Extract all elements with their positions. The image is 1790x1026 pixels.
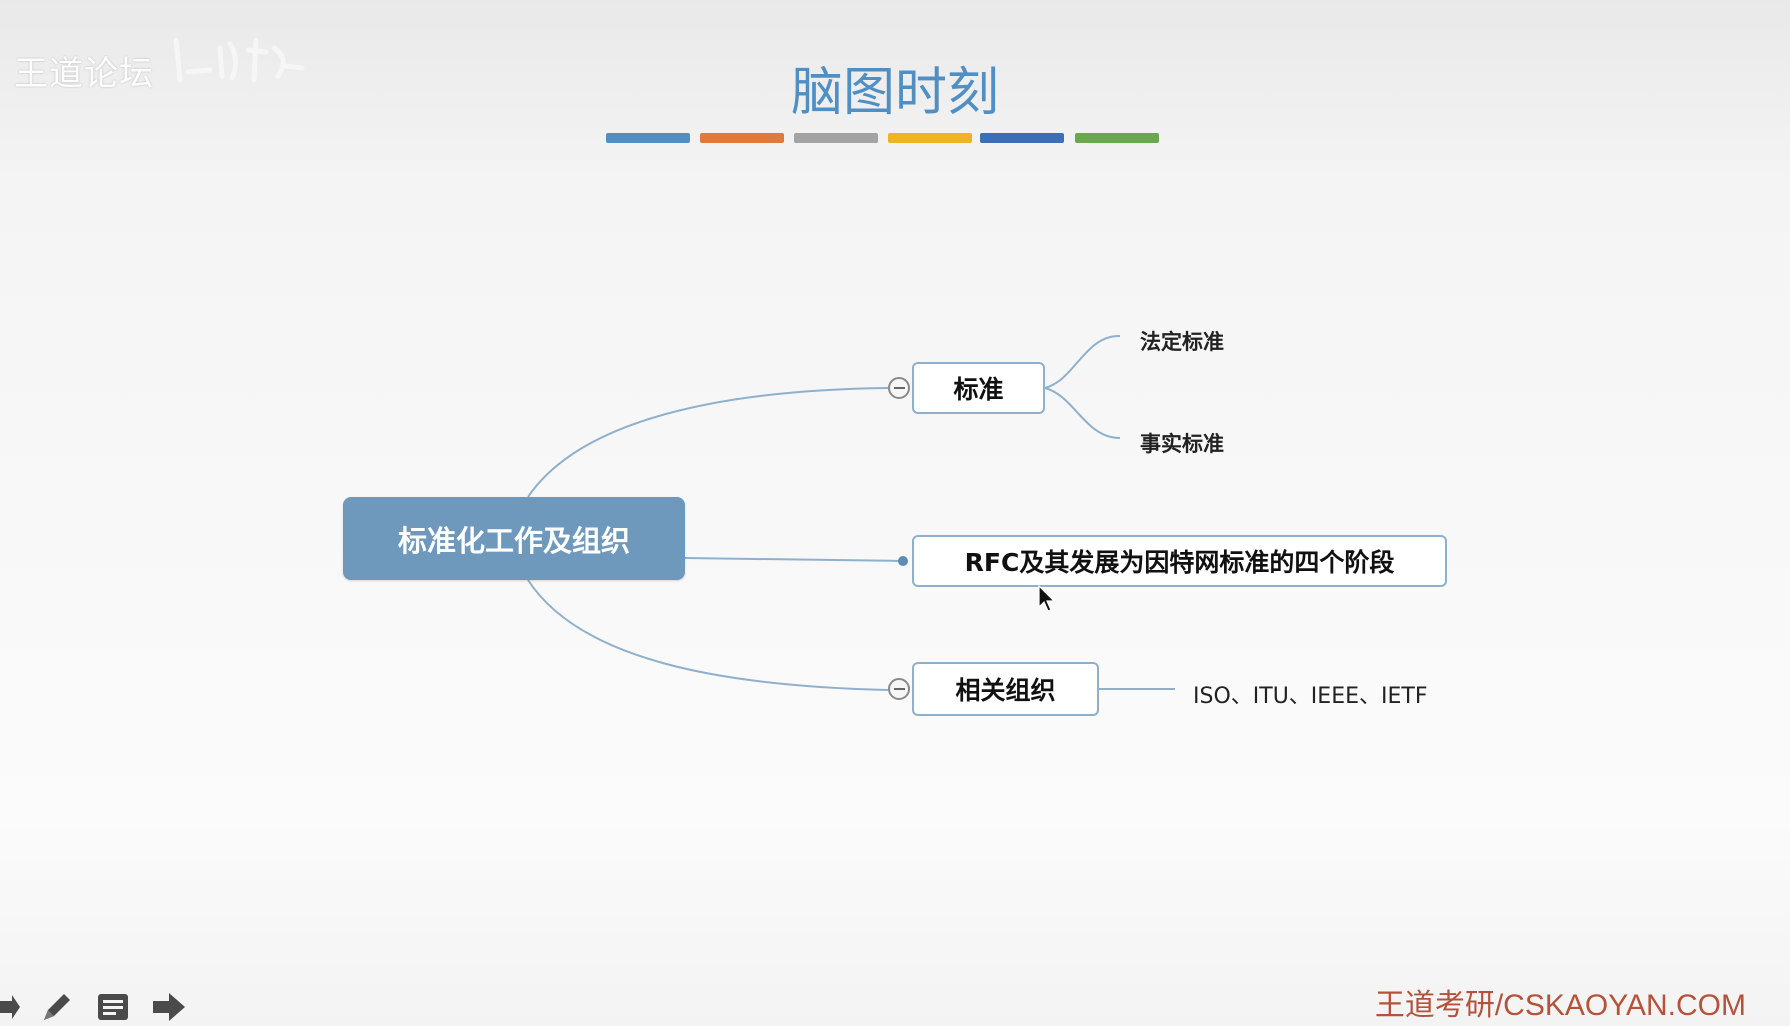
color-bar-orange bbox=[700, 133, 784, 143]
slide-toolbar bbox=[0, 990, 188, 1024]
watermark: 王道论坛 bbox=[14, 54, 154, 94]
connector-standard-legal bbox=[1044, 334, 1121, 389]
watermark-logo bbox=[173, 37, 305, 83]
notes-icon[interactable] bbox=[94, 990, 132, 1024]
footer-brand: 王道考研/CSKAOYAN.COM bbox=[1374, 989, 1746, 1022]
subtopic-defacto-standard[interactable]: 事实标准 bbox=[1140, 432, 1224, 456]
mindmap-root-node[interactable]: 标准化工作及组织 bbox=[343, 497, 685, 580]
rfc-anchor-dot bbox=[898, 556, 908, 566]
collapse-icon-orgs[interactable] bbox=[888, 678, 910, 700]
arrow-left-icon[interactable] bbox=[0, 990, 20, 1024]
mouse-cursor-icon bbox=[1038, 585, 1056, 612]
topic-related-orgs[interactable]: 相关组织 bbox=[912, 662, 1099, 716]
color-bar-blue bbox=[606, 133, 690, 143]
connector-standard-defacto bbox=[1044, 387, 1121, 439]
color-bar-gray bbox=[794, 133, 878, 143]
slide-title: 脑图时刻 bbox=[790, 63, 999, 123]
subtopic-legal-standard[interactable]: 法定标准 bbox=[1140, 330, 1224, 354]
color-bar-dark-blue bbox=[980, 133, 1064, 143]
arrow-right-icon[interactable] bbox=[150, 990, 188, 1024]
collapse-icon-standard[interactable] bbox=[888, 377, 910, 399]
pen-icon[interactable] bbox=[38, 990, 76, 1024]
color-bar-yellow bbox=[888, 133, 972, 143]
connector-root-standard bbox=[527, 387, 889, 498]
color-bar-green bbox=[1075, 133, 1159, 143]
topic-standard[interactable]: 标准 bbox=[912, 362, 1045, 414]
topic-rfc-stages[interactable]: RFC及其发展为因特网标准的四个阶段 bbox=[912, 535, 1447, 587]
connector-root-rfc bbox=[684, 557, 905, 562]
connector-root-orgs bbox=[527, 579, 889, 691]
subtopic-org-list[interactable]: ISO、ITU、IEEE、IETF bbox=[1193, 684, 1428, 709]
